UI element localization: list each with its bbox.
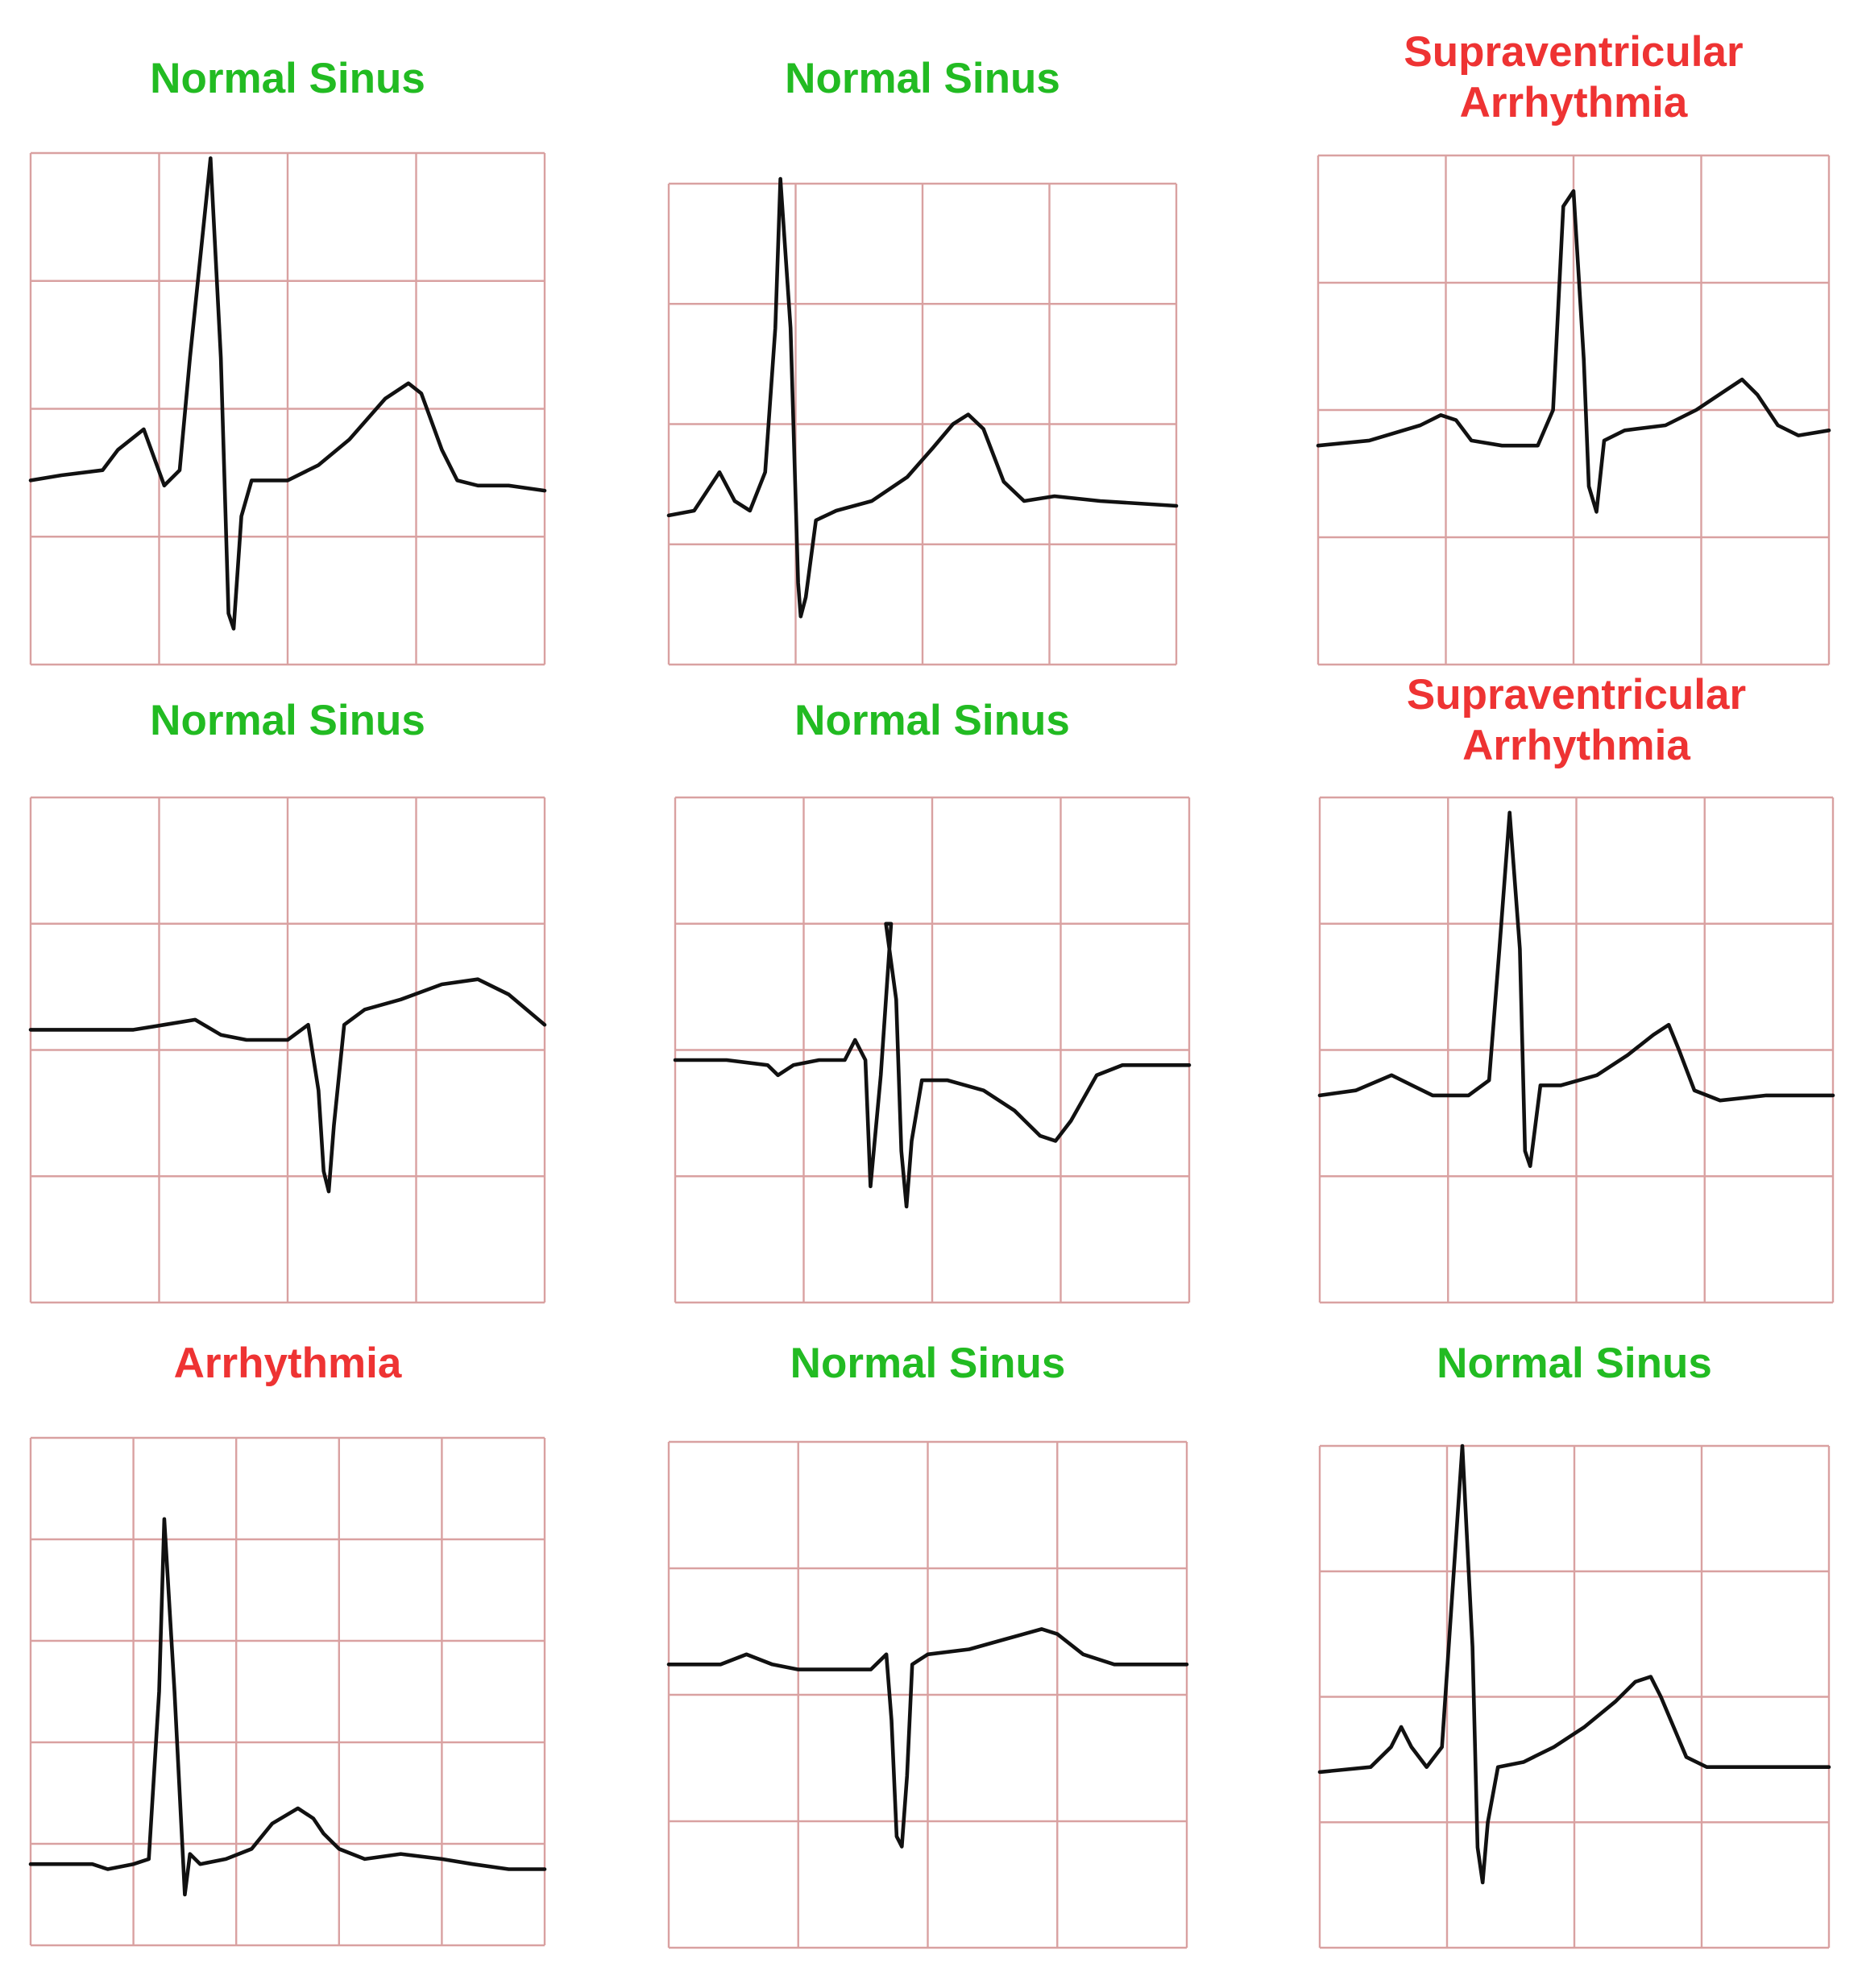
ecg-trace xyxy=(1316,188,1831,514)
ecg-trace xyxy=(28,1517,547,1897)
ecg-panel-8: Normal Sinus xyxy=(666,1340,1189,1949)
grid xyxy=(667,182,1178,666)
panel-title: Normal Sinus xyxy=(794,697,1070,744)
panel-title: Normal Sinus xyxy=(150,697,425,744)
panel-title: Supraventricular xyxy=(1407,671,1746,719)
ecg-trace xyxy=(1317,810,1835,1168)
panel-title: Normal Sinus xyxy=(785,55,1060,102)
ecg-trace xyxy=(666,176,1179,619)
ecg-panel-5: Normal Sinus xyxy=(673,697,1192,1304)
ecg-panel-9: Normal Sinus xyxy=(1317,1340,1831,1949)
panel-title: Arrhythmia xyxy=(1460,79,1688,126)
ecg-trace xyxy=(673,922,1192,1209)
ecg-panel-1: Normal Sinus xyxy=(28,55,547,666)
ecg-trace xyxy=(28,977,547,1194)
panel-title: Normal Sinus xyxy=(1437,1340,1712,1387)
grid xyxy=(1317,154,1831,666)
panel-title: Normal Sinus xyxy=(790,1340,1066,1387)
ecg-panel-4: Normal Sinus xyxy=(28,697,547,1304)
grid xyxy=(674,796,1191,1304)
grid xyxy=(29,1436,546,1947)
grid xyxy=(1318,796,1835,1304)
panel-title: Supraventricular xyxy=(1404,28,1743,76)
ecg-trace xyxy=(28,156,547,631)
ecg-trace xyxy=(1317,1443,1831,1885)
grid xyxy=(667,1440,1188,1949)
panel-title: Normal Sinus xyxy=(150,55,425,102)
grid xyxy=(29,796,546,1304)
ecg-panel-7: Arrhythmia xyxy=(28,1340,547,1947)
ecg-panel-2: Normal Sinus xyxy=(666,55,1179,666)
grid xyxy=(1318,1444,1831,1949)
panel-title: Arrhythmia xyxy=(1462,722,1690,769)
panel-title: Arrhythmia xyxy=(174,1340,402,1387)
grid xyxy=(29,151,546,666)
ecg-trace xyxy=(666,1627,1189,1849)
